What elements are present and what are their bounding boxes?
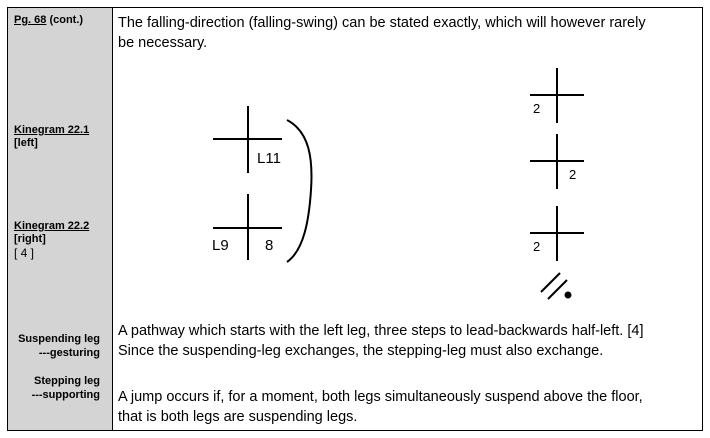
kinegram-left-lower-left-label: L9 <box>212 237 229 254</box>
kinegram-left <box>213 106 313 263</box>
page-ref-link[interactable]: Pg. 68 <box>14 14 47 26</box>
document-frame: Pg. 68 (cont.) Kinegram 22.1 [left] Kine… <box>7 7 703 431</box>
intro-line-1: The falling-direction (falling-swing) ca… <box>118 15 646 31</box>
jump-dot <box>564 291 572 299</box>
stepping-title: Stepping leg <box>34 375 100 387</box>
page-ref-suffix: (cont.) <box>46 14 84 26</box>
kinegram-right <box>530 68 584 300</box>
pathway-line-1: A pathway which starts with the left leg… <box>118 323 644 339</box>
jump-slash-1 <box>540 272 561 293</box>
intro-line-2: be necessary. <box>118 35 208 51</box>
page-reference: Pg. 68 (cont.) <box>14 14 83 27</box>
kinegram-right-label-2: 2 <box>569 167 576 182</box>
kinegram-2-num: [ 4 ] <box>14 246 35 260</box>
suspending-sub: ---gesturing <box>38 347 100 359</box>
jump-line-2: that is both legs are suspending legs. <box>118 409 358 425</box>
kinegram-right-label-1: 2 <box>533 101 540 116</box>
pathway-line-2: Since the suspending-leg exchanges, the … <box>118 343 604 359</box>
kinegram-2-sub: [right] <box>14 233 46 245</box>
kinegram-1-title: Kinegram 22.1 <box>14 124 90 136</box>
jump-line-1: A jump occurs if, for a moment, both leg… <box>118 389 643 405</box>
kinegram-left-bracket <box>286 119 313 263</box>
sidebar-column: Pg. 68 (cont.) Kinegram 22.1 [left] Kine… <box>8 8 113 430</box>
kinegram-left-lower-right-label: 8 <box>265 237 273 254</box>
kinegram-right-label-3: 2 <box>533 239 540 254</box>
kinegram-2-title: Kinegram 22.2 <box>14 220 90 232</box>
intro-paragraph: The falling-direction (falling-swing) ca… <box>118 13 646 53</box>
kinegram-left-upper-label: L11 <box>257 150 281 167</box>
jump-slash-2 <box>547 279 568 300</box>
suspending-title: Suspending leg <box>18 333 100 345</box>
kinegram-1-sub: [left] <box>14 137 38 149</box>
stepping-sub: ---supporting <box>31 389 100 401</box>
pathway-paragraph: A pathway which starts with the left leg… <box>118 321 643 361</box>
kinegram-drawings: L11 L9 8 2 2 2 <box>212 68 584 300</box>
jump-paragraph: A jump occurs if, for a moment, both leg… <box>118 387 643 427</box>
